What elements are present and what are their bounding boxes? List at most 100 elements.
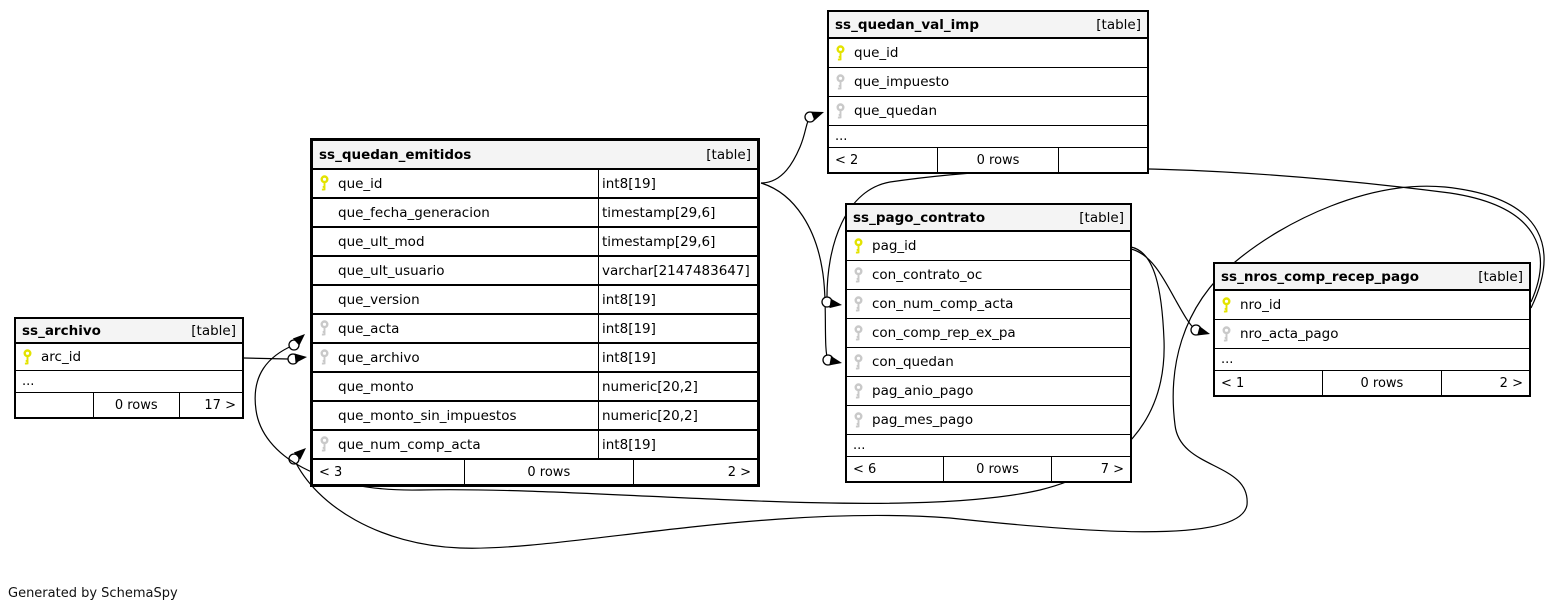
column-name: que_monto — [338, 378, 414, 395]
ellipsis-row: ... — [829, 126, 1147, 148]
column-type: int8[19] — [598, 431, 757, 458]
relationship-arc_id-que_archivo — [243, 357, 289, 360]
column-row-nro_id: nro_id — [1215, 291, 1529, 320]
column-name: nro_id — [1240, 297, 1282, 313]
column-name: pag_anio_pago — [872, 383, 974, 399]
table-header: ss_archivo [table] — [16, 319, 242, 344]
table-type-label: [table] — [1096, 16, 1141, 33]
arrowhead-icon — [829, 355, 842, 366]
table-name-ss_nros_comp_recep_pago[interactable]: ss_nros_comp_recep_pago — [1221, 268, 1420, 285]
foreign-key-icon — [834, 102, 847, 120]
primary-key-icon — [318, 175, 331, 192]
column-name: que_fecha_generacion — [338, 204, 490, 221]
column-name: que_id — [338, 175, 383, 192]
arrowhead-icon — [292, 334, 305, 346]
foreign-key-icon — [1220, 325, 1233, 343]
relationship-que_id-con_quedan — [760, 182, 829, 361]
column-row-con_num_comp_acta: con_num_comp_acta — [847, 290, 1130, 319]
column-type: int8[19] — [598, 286, 757, 313]
arrowhead-icon — [293, 448, 306, 460]
table-type-label: [table] — [706, 146, 751, 163]
column-name: nro_acta_pago — [1240, 326, 1339, 342]
column-row-que_quedan: que_quedan — [829, 97, 1147, 126]
footer-children-count: 2 > — [1441, 371, 1529, 395]
arrowhead-icon — [811, 111, 824, 121]
column-row-que_ult_usuario: que_ult_usuario varchar[2147483647] — [313, 257, 757, 286]
footer-row-count: 0 rows — [463, 460, 633, 484]
column-type: int8[19] — [598, 315, 757, 342]
column-row-con_comp_rep_ex_pa: con_comp_rep_ex_pa — [847, 319, 1130, 348]
no-key-spacer — [318, 262, 331, 279]
column-type: numeric[20,2] — [598, 373, 757, 400]
column-name: que_quedan — [854, 103, 938, 119]
foreign-key-icon — [318, 349, 331, 366]
foreign-key-icon — [852, 382, 865, 400]
footer-row-count: 0 rows — [937, 148, 1058, 172]
table-name-ss_quedan_val_imp[interactable]: ss_quedan_val_imp — [835, 16, 980, 33]
column-name: que_archivo — [338, 349, 420, 366]
foreign-key-icon — [852, 353, 865, 371]
column-name: con_num_comp_acta — [872, 296, 1014, 312]
column-row-nro_acta_pago: nro_acta_pago — [1215, 320, 1529, 349]
arrowhead-icon — [1197, 326, 1210, 336]
column-row-con_quedan: con_quedan — [847, 348, 1130, 377]
column-row-que_id: que_id — [829, 39, 1147, 68]
column-row-que_ult_mod: que_ult_mod timestamp[29,6] — [313, 228, 757, 257]
footer-children-count: 17 > — [178, 393, 242, 417]
column-name: que_version — [338, 291, 420, 308]
column-row-que_version: que_version int8[19] — [313, 286, 757, 315]
primary-key-icon — [21, 348, 34, 366]
footer-parent-count: < 6 — [853, 461, 877, 477]
table-header: ss_quedan_val_imp [table] — [829, 12, 1147, 39]
foreign-key-icon — [852, 295, 865, 313]
no-key-spacer — [318, 291, 331, 308]
table-header: ss_pago_contrato [table] — [847, 205, 1130, 232]
column-type: varchar[2147483647] — [598, 257, 757, 284]
column-name: arc_id — [41, 349, 82, 365]
table-type-label: [table] — [1079, 209, 1124, 226]
column-name: que_ult_mod — [338, 233, 425, 250]
column-type: numeric[20,2] — [598, 402, 757, 429]
column-type: int8[19] — [598, 170, 757, 197]
column-row-pag_id: pag_id — [847, 232, 1130, 261]
no-key-spacer — [318, 233, 331, 250]
foreign-key-icon — [852, 266, 865, 284]
column-row-pag_mes_pago: pag_mes_pago — [847, 406, 1130, 435]
column-name: que_monto_sin_impuestos — [338, 407, 517, 424]
primary-key-icon — [1220, 296, 1233, 314]
column-row-que_monto: que_monto numeric[20,2] — [313, 373, 757, 402]
relationship-nro_id-que_num_comp_acta — [293, 185, 1545, 549]
foreign-key-icon — [318, 436, 331, 453]
column-name: que_ult_usuario — [338, 262, 445, 279]
table-name-ss_archivo[interactable]: ss_archivo — [22, 322, 101, 339]
primary-key-icon — [852, 237, 865, 255]
footer-children-count — [1057, 148, 1147, 172]
no-key-spacer — [318, 407, 331, 424]
table-name-ss_pago_contrato[interactable]: ss_pago_contrato — [853, 209, 986, 226]
relationship-pag_id-nro_acta_pago — [1130, 248, 1197, 331]
foreign-key-icon — [852, 411, 865, 429]
column-name: con_comp_rep_ex_pa — [872, 325, 1016, 341]
table-ss_quedan_val_imp[interactable]: ss_quedan_val_imp [table] que_id que_impues… — [827, 10, 1149, 174]
footer-parent-count: < 1 — [1221, 375, 1245, 391]
column-name: que_impuesto — [854, 74, 950, 90]
ellipsis-row: ... — [847, 435, 1130, 457]
table-type-label: [table] — [191, 322, 236, 339]
relationship-que_id-que_quedan — [760, 116, 811, 184]
column-name: pag_id — [872, 238, 917, 254]
column-type: timestamp[29,6] — [598, 228, 757, 255]
column-row-pag_anio_pago: pag_anio_pago — [847, 377, 1130, 406]
no-key-spacer — [318, 378, 331, 395]
table-name-ss_quedan_emitidos[interactable]: ss_quedan_emitidos — [319, 146, 472, 163]
primary-key-icon — [834, 44, 847, 62]
